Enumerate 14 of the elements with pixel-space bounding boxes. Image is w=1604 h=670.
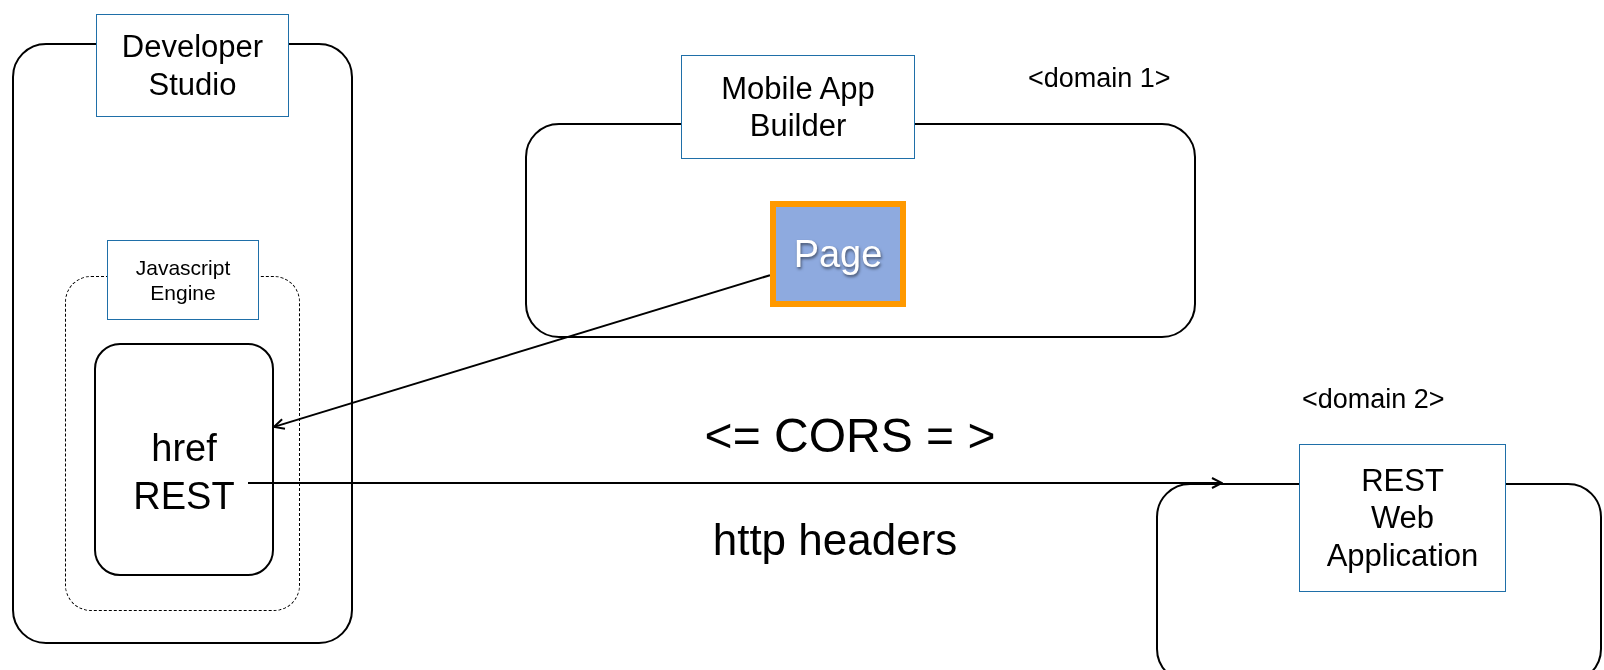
code-box <box>94 343 274 576</box>
title-box: Javascript Engine <box>107 240 259 320</box>
arrow <box>247 477 1223 489</box>
annotation-text: http headers <box>712 515 958 565</box>
node-label: href REST <box>132 426 236 519</box>
page-box <box>770 201 906 307</box>
arrow <box>273 274 771 430</box>
domain-label: <domain 1> <box>1028 63 1171 94</box>
title-box: REST Web Application <box>1299 444 1506 592</box>
domain-label: <domain 2> <box>1302 384 1445 415</box>
title-box: Mobile App Builder <box>681 55 915 159</box>
node-label: Page <box>793 232 883 276</box>
annotation-text: <= CORS = > <box>704 407 996 463</box>
title-box: Developer Studio <box>96 14 289 117</box>
